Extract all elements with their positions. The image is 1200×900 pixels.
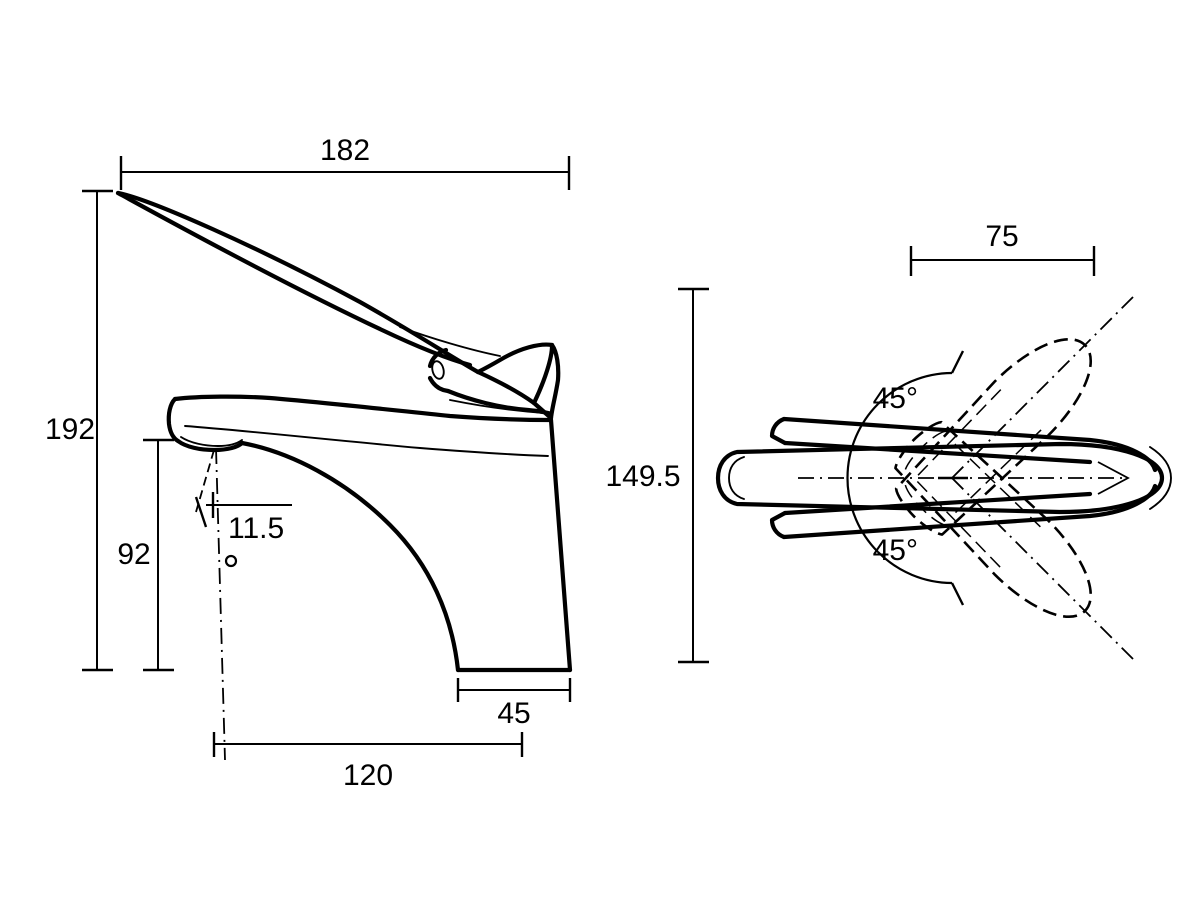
dimension-label-192: 192 [45, 413, 95, 446]
dimension-192 [82, 189, 113, 672]
dimension-label-75: 75 [985, 220, 1018, 253]
centerline-arrow [1097, 461, 1130, 495]
dimension-75 [909, 246, 1096, 276]
top-plan-view [678, 246, 1172, 664]
dimension-label-120: 120 [343, 759, 393, 792]
faucet-body-top [715, 441, 1172, 515]
angle-arc-span [846, 403, 879, 553]
dimension-120 [212, 732, 524, 757]
angle-label-upper: 45° [873, 382, 918, 415]
lever-handle-top [769, 416, 1158, 540]
dimension-label-149-5: 149.5 [605, 460, 680, 493]
angle-label-lower: 45° [873, 534, 918, 567]
dimension-182 [119, 156, 571, 190]
dimension-149-5 [678, 287, 709, 664]
dimension-label-182: 182 [320, 134, 370, 167]
dimension-label-11-5: 11.5 [228, 512, 284, 545]
side-elevation-view [82, 156, 573, 761]
dimension-label-92: 92 [117, 538, 150, 571]
ghost-centerline-upper [951, 293, 1137, 479]
ghost-centerline-lower [951, 477, 1137, 663]
dimension-11-5 [194, 447, 292, 761]
angle-arc-upper [877, 350, 965, 405]
dimension-45 [456, 678, 572, 702]
lever-handle-side [115, 190, 561, 421]
dimension-label-45-base: 45 [497, 697, 530, 730]
dimension-92 [143, 438, 174, 672]
angle-arc-lower [877, 551, 965, 606]
